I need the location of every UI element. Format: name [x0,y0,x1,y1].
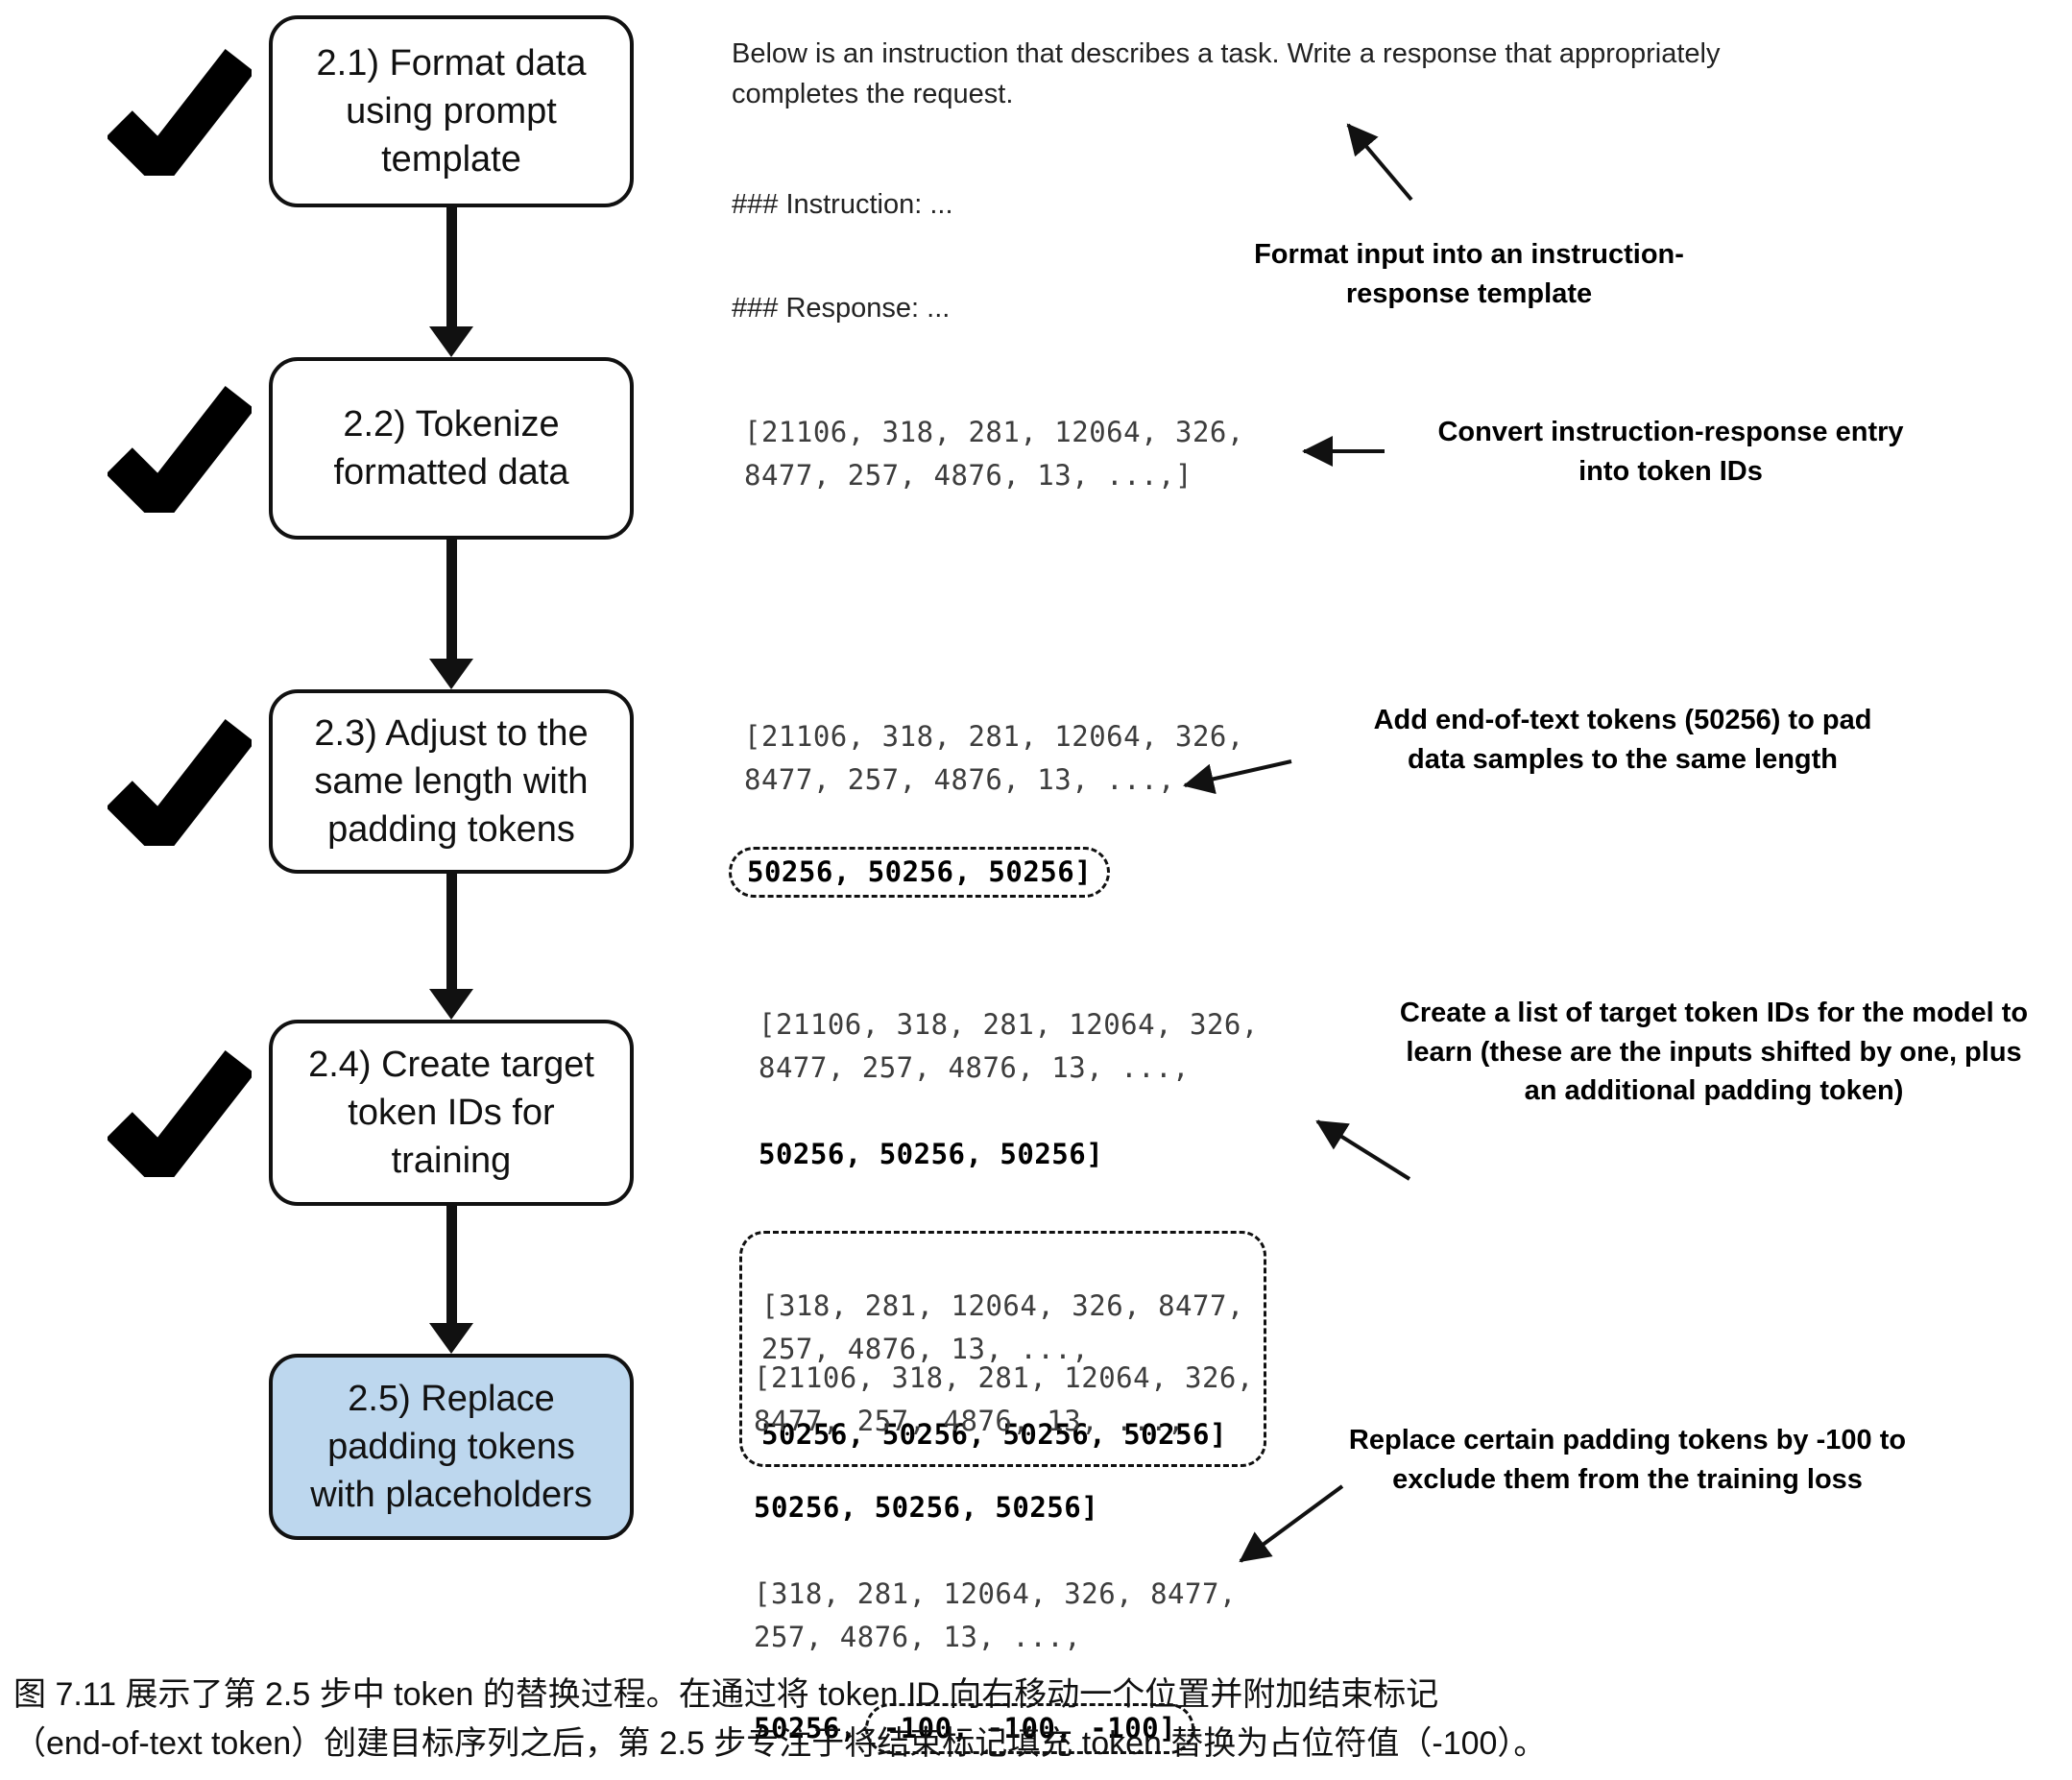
flow-step-2-5: 2.5) Replace padding tokens with placeho… [269,1354,634,1540]
flow-arrow-down [429,874,473,1020]
flow-step-label: 2.5) Replace padding tokens with placeho… [310,1378,592,1516]
flow-step-label: 2.1) Format data using prompt template [316,42,587,180]
token-list-step-2-3: [21106, 318, 281, 12064, 326, 8477, 257,… [729,672,1244,898]
input-token-head: [21106, 318, 281, 12064, 326, 8477, 257,… [759,1007,1259,1084]
annotation-format-template: Format input into an instruction- respon… [1254,239,1684,309]
masked-tokens-highlight: -100, -100, -100] [864,1703,1195,1755]
annotation-tokenize: Convert instruction-response entry into … [1437,417,1904,487]
annotation-target-ids: Create a list of target token IDs for th… [1399,998,2029,1107]
padding-tokens-highlight: 50256, 50256, 50256] [729,846,1111,898]
flow-arrow-down [429,1206,473,1354]
checkmark-icon [108,386,252,513]
input-padding-tokens: 50256, 50256, 50256] [754,1490,1099,1524]
target-token-head: [318, 281, 12064, 326, 8477, 257, 4876, … [761,1288,1244,1365]
arrow-to-prompt [1346,123,1413,202]
input-padding-tokens: 50256, 50256, 50256] [759,1137,1104,1170]
arrow-to-target-box [1315,1119,1411,1181]
token-list-head: [21106, 318, 281, 12064, 326, 8477, 257,… [744,719,1244,796]
flow-step-2-3: 2.3) Adjust to the same length with padd… [269,689,634,874]
flow-step-2-4: 2.4) Create target token IDs for trainin… [269,1020,634,1206]
target-token-ids-box: [318, 281, 12064, 326, 8477, 257, 4876, … [739,1230,1266,1468]
annotation-replace-placeholders: Replace certain padding tokens by -100 t… [1348,1425,1907,1495]
flow-step-label: 2.3) Adjust to the same length with padd… [314,712,589,851]
flow-step-2-2: 2.2) Tokenize formatted data [269,357,634,540]
input-token-head: [21106, 318, 281, 12064, 326, 8477, 257,… [754,1360,1254,1437]
token-block-step-2-5: [21106, 318, 281, 12064, 326, 8477, 257,… [754,1313,1254,1755]
prompt-template-response: ### Response: ... [732,293,951,324]
prompt-template-intro: Below is an instruction that describes a… [732,38,1721,110]
checkmark-icon [108,1050,252,1177]
target-token-head: [318, 281, 12064, 326, 8477, 257, 4876, … [754,1576,1237,1653]
target-prefix-token: 50256, [754,1712,857,1745]
figure-caption: 图 7.11 展示了第 2.5 步中 token 的替换过程。在通过将 toke… [13,1676,1547,1762]
target-padding-tokens: 50256, 50256, 50256, 50256] [761,1418,1227,1452]
token-block-step-2-4: [21106, 318, 281, 12064, 326, 8477, 257,… [739,960,1266,1468]
prompt-template-instruction: ### Instruction: ... [732,189,953,220]
flow-arrow-down [429,540,473,689]
flow-step-2-1: 2.1) Format data using prompt template [269,15,634,207]
checkmark-icon [108,719,252,846]
annotation-padding: Add end-of-text tokens (50256) to pad da… [1373,705,1872,775]
checkmark-icon [108,49,252,176]
flow-arrow-down [429,207,473,357]
token-list-step-2-2: [21106, 318, 281, 12064, 326, 8477, 257,… [744,416,1244,492]
flow-step-label: 2.4) Create target token IDs for trainin… [308,1044,594,1182]
flow-step-label: 2.2) Tokenize formatted data [333,403,569,493]
